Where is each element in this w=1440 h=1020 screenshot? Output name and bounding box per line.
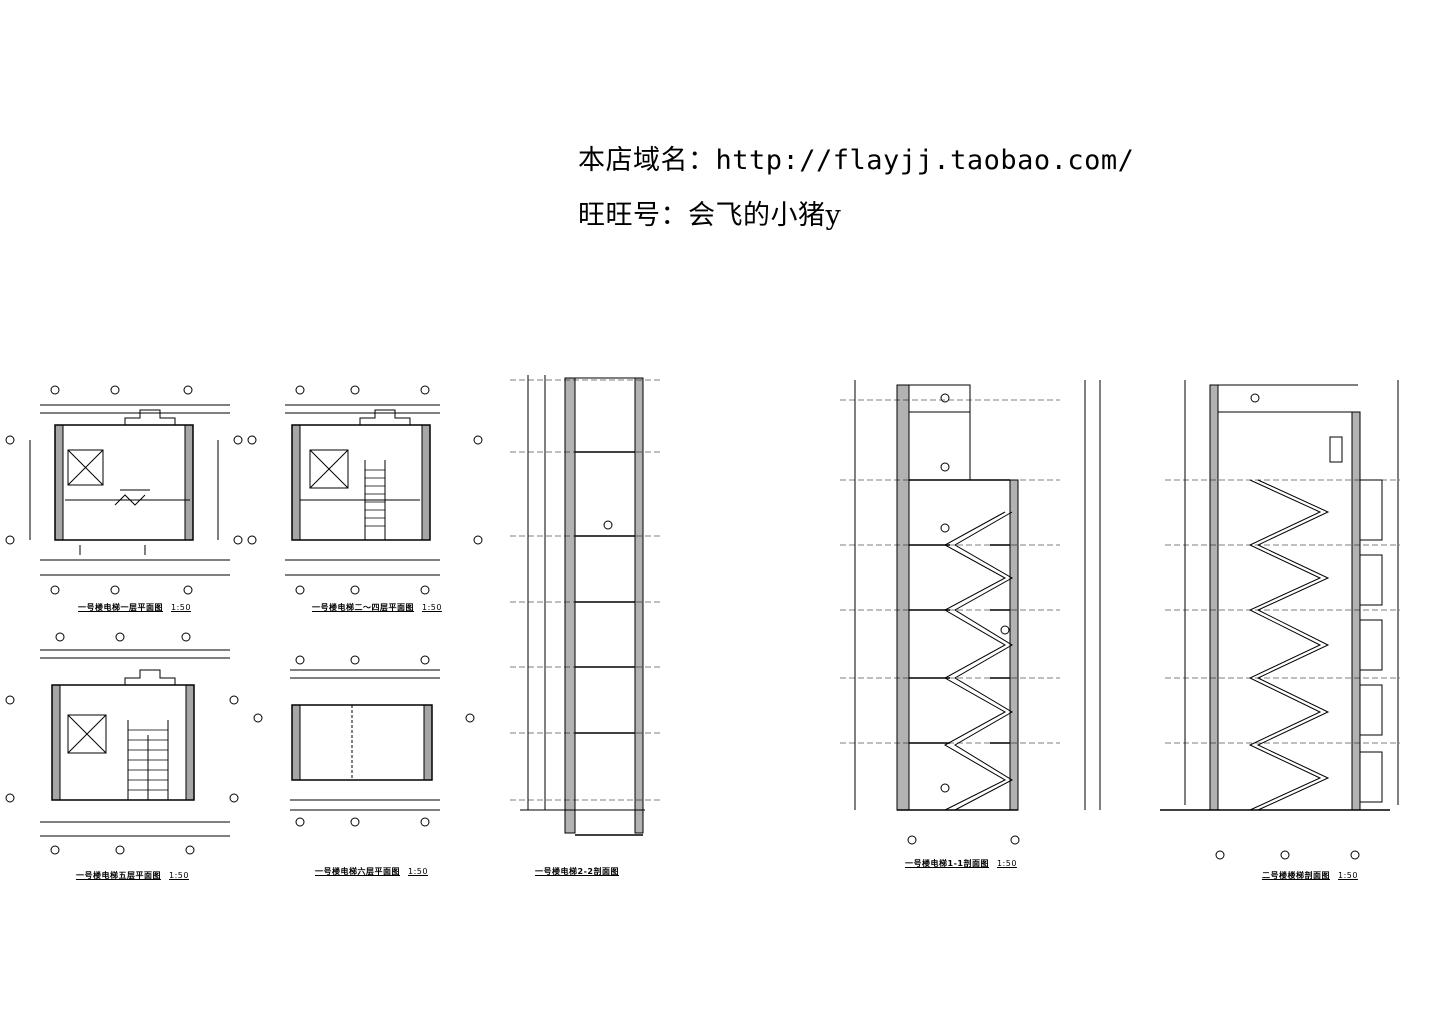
caption-scale: 1:50 — [422, 603, 442, 612]
caption-scale: 1:50 — [169, 871, 189, 880]
caption-section-building-2: 二号楼楼梯剖面图 1:50 — [1262, 870, 1358, 881]
caption-plan-floor-5: 一号楼电梯五层平面图 1:50 — [76, 870, 189, 881]
plan-floor-2-4 — [247, 385, 483, 595]
wangwang-label: 旺旺号： — [578, 200, 688, 231]
caption-plan-floor-6: 一号楼电梯六层平面图 1:50 — [315, 866, 428, 877]
caption-text: 一号楼电梯一层平面图 — [78, 603, 163, 612]
caption-text: 一号楼电梯1-1剖面图 — [905, 859, 989, 868]
caption-plan-floor-1: 一号楼电梯一层平面图 1:50 — [78, 602, 191, 613]
caption-scale: 1:50 — [1338, 871, 1358, 880]
caption-text: 二号楼楼梯剖面图 — [1262, 871, 1330, 880]
wangwang-id: 会飞的小猪y — [688, 200, 842, 231]
caption-plan-floor-2-4: 一号楼电梯二～四层平面图 1:50 — [312, 602, 442, 613]
shop-domain-url[interactable]: http://flayjj.taobao.com/ — [715, 145, 1135, 176]
plan-floor-5 — [5, 632, 239, 855]
section-2-2 — [510, 375, 660, 836]
shop-domain-label: 本店域名： — [578, 145, 716, 176]
caption-text: 一号楼电梯2-2剖面图 — [535, 867, 619, 876]
caption-text: 一号楼电梯二～四层平面图 — [312, 603, 414, 612]
wangwang-line: 旺旺号：会飞的小猪y — [578, 193, 841, 232]
shop-domain-line: 本店域名：http://flayjj.taobao.com/ — [578, 138, 1134, 177]
section-1-1 — [840, 380, 1101, 845]
caption-section-1-1: 一号楼电梯1-1剖面图 1:50 — [905, 858, 1017, 869]
caption-scale: 1:50 — [171, 603, 191, 612]
section-building-2 — [1160, 380, 1400, 860]
plan-floor-1 — [5, 385, 243, 595]
caption-section-2-2: 一号楼电梯2-2剖面图 — [535, 866, 627, 877]
plan-floor-6 — [253, 655, 475, 827]
caption-scale: 1:50 — [996, 859, 1017, 868]
caption-scale: 1:50 — [408, 867, 428, 876]
caption-text: 一号楼电梯五层平面图 — [76, 871, 161, 880]
caption-text: 一号楼电梯六层平面图 — [315, 867, 400, 876]
